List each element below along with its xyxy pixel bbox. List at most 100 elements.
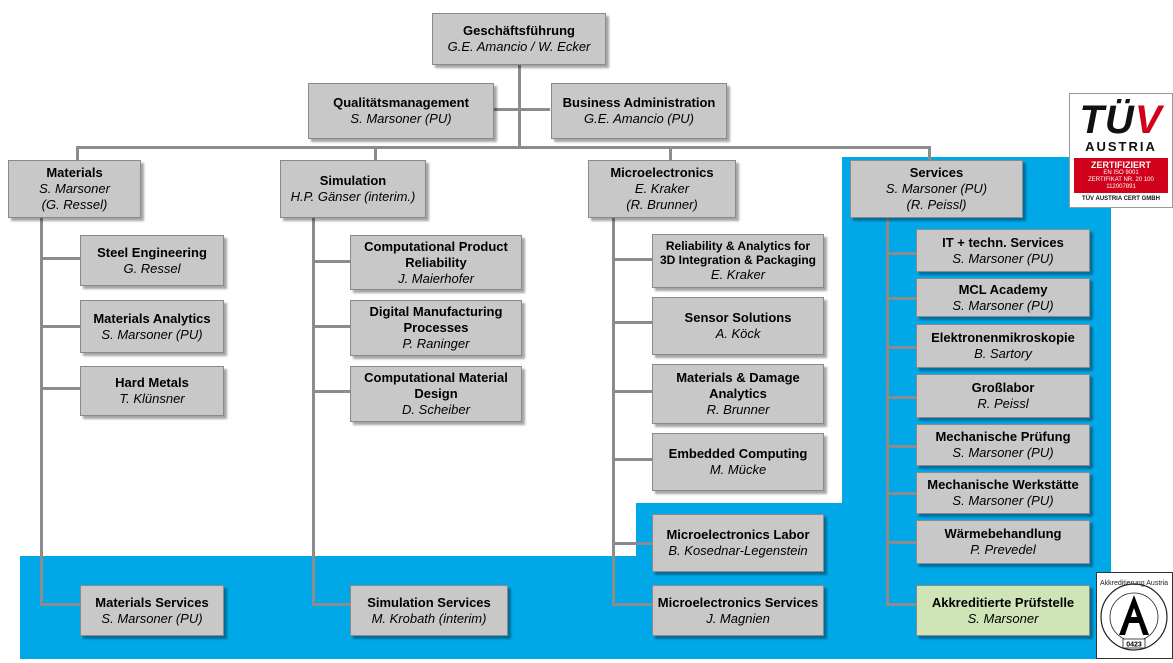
- quality-management-box: Qualitätsmanagement S. Marsoner (PU): [308, 83, 494, 139]
- unit-box: Wärmebehandlung P. Prevedel: [916, 520, 1090, 564]
- box-title: Mechanische Werkstätte: [927, 477, 1079, 492]
- unit-box: Elektronenmikroskopie B. Sartory: [916, 324, 1090, 368]
- tuv-footer: TÜV AUSTRIA CERT GMBH: [1082, 196, 1160, 202]
- tuv-logo-v: V: [1134, 98, 1163, 142]
- tuv-country: AUSTRIA: [1085, 139, 1157, 154]
- box-name: S. Marsoner (PU): [885, 181, 988, 196]
- connector: [612, 603, 652, 606]
- services-division-box: Services S. Marsoner (PU) (R. Peissl): [850, 160, 1023, 218]
- connector: [612, 458, 652, 461]
- box-title: MCL Academy: [958, 281, 1048, 297]
- unit-box: Computational Product Reliability J. Mai…: [350, 235, 522, 290]
- box-name: S. Marsoner: [967, 610, 1039, 626]
- accreditation-seal-icon: Akkreditierung Austria 0423: [1100, 580, 1168, 651]
- box-title: Akkreditierte Prüfstelle: [931, 594, 1075, 610]
- box-title: Steel Engineering: [97, 244, 207, 260]
- box-title: Materials: [46, 165, 103, 180]
- box-title: Materials Services: [95, 594, 209, 610]
- box-title: Qualitätsmanagement: [333, 95, 469, 110]
- box-title: Microelectronics Services: [657, 594, 819, 610]
- box-title: Computational Material Design: [364, 370, 508, 401]
- box-name: P. Prevedel: [970, 542, 1036, 557]
- unit-box: Mechanische Werkstätte S. Marsoner (PU): [916, 472, 1090, 514]
- box-title: Computational Product Reliability: [364, 238, 508, 270]
- unit-box: Computational Material Design D. Scheibe…: [350, 366, 522, 422]
- connector: [886, 396, 916, 399]
- box-title: IT + techn. Services: [942, 234, 1064, 250]
- box-name: R. Peissl: [977, 396, 1029, 411]
- connector: [374, 146, 377, 162]
- box-deputy: (R. Peissl): [906, 197, 967, 212]
- tuv-brand: TÜV: [1079, 98, 1163, 142]
- connector: [612, 390, 652, 393]
- box-name: E. Kraker: [710, 267, 766, 282]
- unit-box: Embedded Computing M. Mücke: [652, 433, 824, 491]
- connector: [40, 603, 80, 606]
- box-name: S. Marsoner (PU): [952, 493, 1054, 508]
- box-name: G. Ressel: [123, 260, 181, 276]
- box-name: M. Mücke: [709, 462, 767, 477]
- connector: [612, 321, 652, 324]
- connector: [928, 146, 931, 162]
- unit-box: MCL Academy S. Marsoner (PU): [916, 278, 1090, 317]
- connector: [40, 218, 43, 605]
- service-unit-box: Simulation Services M. Krobath (interim): [350, 585, 508, 636]
- box-title: Hard Metals: [115, 375, 189, 390]
- box-name: E. Kraker: [634, 181, 690, 196]
- box-title: Materials & Damage Analytics: [676, 370, 800, 401]
- box-title: Microelectronics: [610, 165, 714, 180]
- connector: [518, 64, 521, 148]
- box-deputy: (G. Ressel): [41, 197, 108, 212]
- box-name: G.E. Amancio (PU): [583, 111, 695, 126]
- connector: [886, 252, 916, 255]
- box-name: S. Marsoner (PU): [350, 111, 452, 126]
- box-title: Elektronenmikroskopie: [931, 330, 1075, 345]
- connector: [886, 492, 916, 495]
- box-title: Simulation: [319, 173, 387, 188]
- box-name: J. Maierhofer: [398, 270, 474, 286]
- connector: [312, 218, 315, 605]
- unit-box: Digital Manufacturing Processes P. Ranin…: [350, 300, 522, 356]
- microelectronics-division-box: Microelectronics E. Kraker (R. Brunner): [588, 160, 736, 218]
- box-name: A. Köck: [715, 326, 761, 341]
- box-title: Reliability & Analytics for 3D Integrati…: [659, 239, 817, 267]
- service-unit-box: Microelectronics Services J. Magnien: [652, 585, 824, 636]
- unit-box: Mechanische Prüfung S. Marsoner (PU): [916, 424, 1090, 466]
- box-title: Sensor Solutions: [684, 310, 792, 325]
- connector: [312, 390, 350, 393]
- connector: [76, 146, 931, 149]
- connector: [669, 146, 672, 162]
- connector: [494, 108, 550, 111]
- box-name: S. Marsoner (PU): [101, 326, 203, 342]
- box-name: S. Marsoner (PU): [952, 297, 1054, 313]
- service-unit-box: Materials Services S. Marsoner (PU): [80, 585, 224, 636]
- accreditation-seal: Akkreditierung Austria 0423: [1096, 572, 1173, 659]
- unit-box: Materials & Damage Analytics R. Brunner: [652, 364, 824, 424]
- connector: [886, 445, 916, 448]
- materials-division-box: Materials S. Marsoner (G. Ressel): [8, 160, 141, 218]
- tuv-status: ZERTIFIZIERT: [1091, 160, 1151, 170]
- unit-box: Hard Metals T. Klünsner: [80, 366, 224, 416]
- box-name: R. Brunner: [706, 402, 770, 417]
- management-box: Geschäftsführung G.E. Amancio / W. Ecker: [432, 13, 606, 65]
- simulation-division-box: Simulation H.P. Gänser (interim.): [280, 160, 426, 218]
- connector: [612, 542, 652, 545]
- tuv-logo: TÜV: [1070, 100, 1172, 140]
- box-title: Microelectronics Labor: [666, 527, 810, 542]
- seal-number: 0423: [1126, 642, 1142, 649]
- unit-box: Reliability & Analytics for 3D Integrati…: [652, 234, 824, 288]
- tuv-cert-number: ZERTIFIKAT NR. 20 100 112007891: [1088, 177, 1154, 190]
- unit-box: Steel Engineering G. Ressel: [80, 235, 224, 286]
- connector: [40, 387, 80, 390]
- box-title: Services: [909, 165, 964, 180]
- unit-box: Sensor Solutions A. Köck: [652, 297, 824, 355]
- box-name: P. Raninger: [402, 336, 470, 351]
- box-name: B. Sartory: [974, 346, 1032, 361]
- box-name: S. Marsoner (PU): [952, 445, 1054, 460]
- connector: [612, 258, 652, 261]
- connector: [612, 218, 615, 605]
- connector: [312, 325, 350, 328]
- business-administration-box: Business Administration G.E. Amancio (PU…: [551, 83, 727, 139]
- unit-box: IT + techn. Services S. Marsoner (PU): [916, 229, 1090, 272]
- tuv-norm: EN ISO 9001: [1103, 170, 1139, 176]
